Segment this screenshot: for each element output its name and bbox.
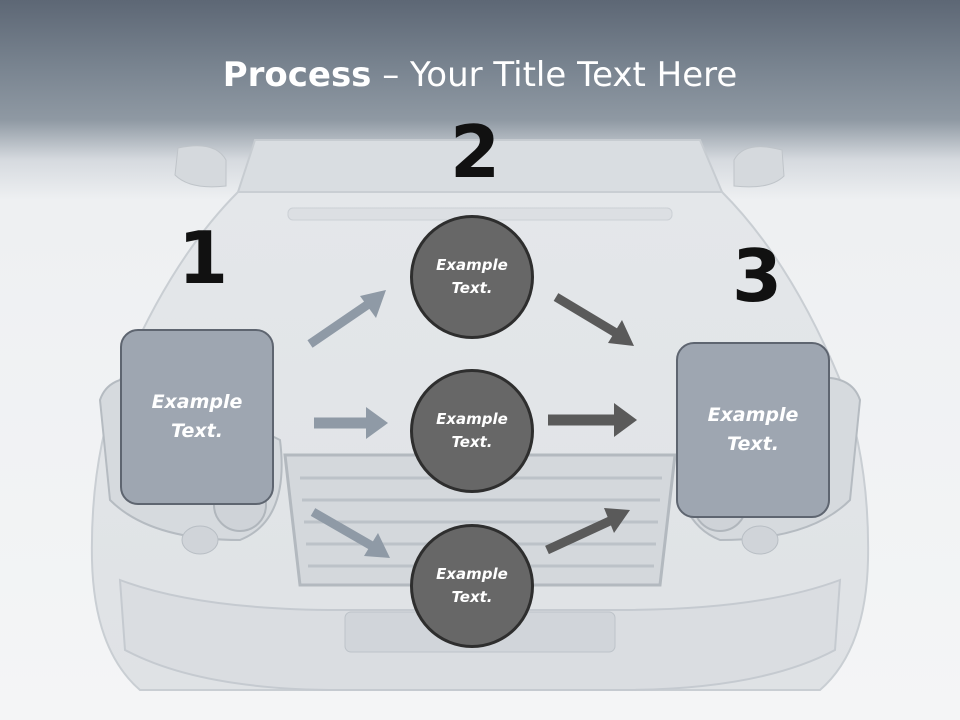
step-number-1: 1 (178, 216, 229, 300)
arrow-bottom-to-right (545, 508, 630, 555)
arrow-top-to-right (553, 293, 634, 346)
slide-title: Process – Your Title Text Here (0, 54, 960, 96)
step-number-3: 3 (732, 234, 783, 318)
circle-top: Example Text. (410, 215, 534, 339)
right-text-box: Example Text. (676, 342, 830, 518)
title-text: – Your Title Text Here (371, 55, 738, 95)
step-number-2: 2 (450, 110, 501, 194)
arrow-left-to-middle (314, 407, 388, 439)
circle-middle: Example Text. (410, 369, 534, 493)
arrow-middle-to-right (548, 403, 637, 437)
circle-bottom: Example Text. (410, 524, 534, 648)
arrow-left-to-bottom (310, 508, 390, 558)
title-bold: Process (222, 55, 372, 95)
arrow-left-to-top (307, 290, 386, 348)
left-text-box: Example Text. (120, 329, 274, 505)
